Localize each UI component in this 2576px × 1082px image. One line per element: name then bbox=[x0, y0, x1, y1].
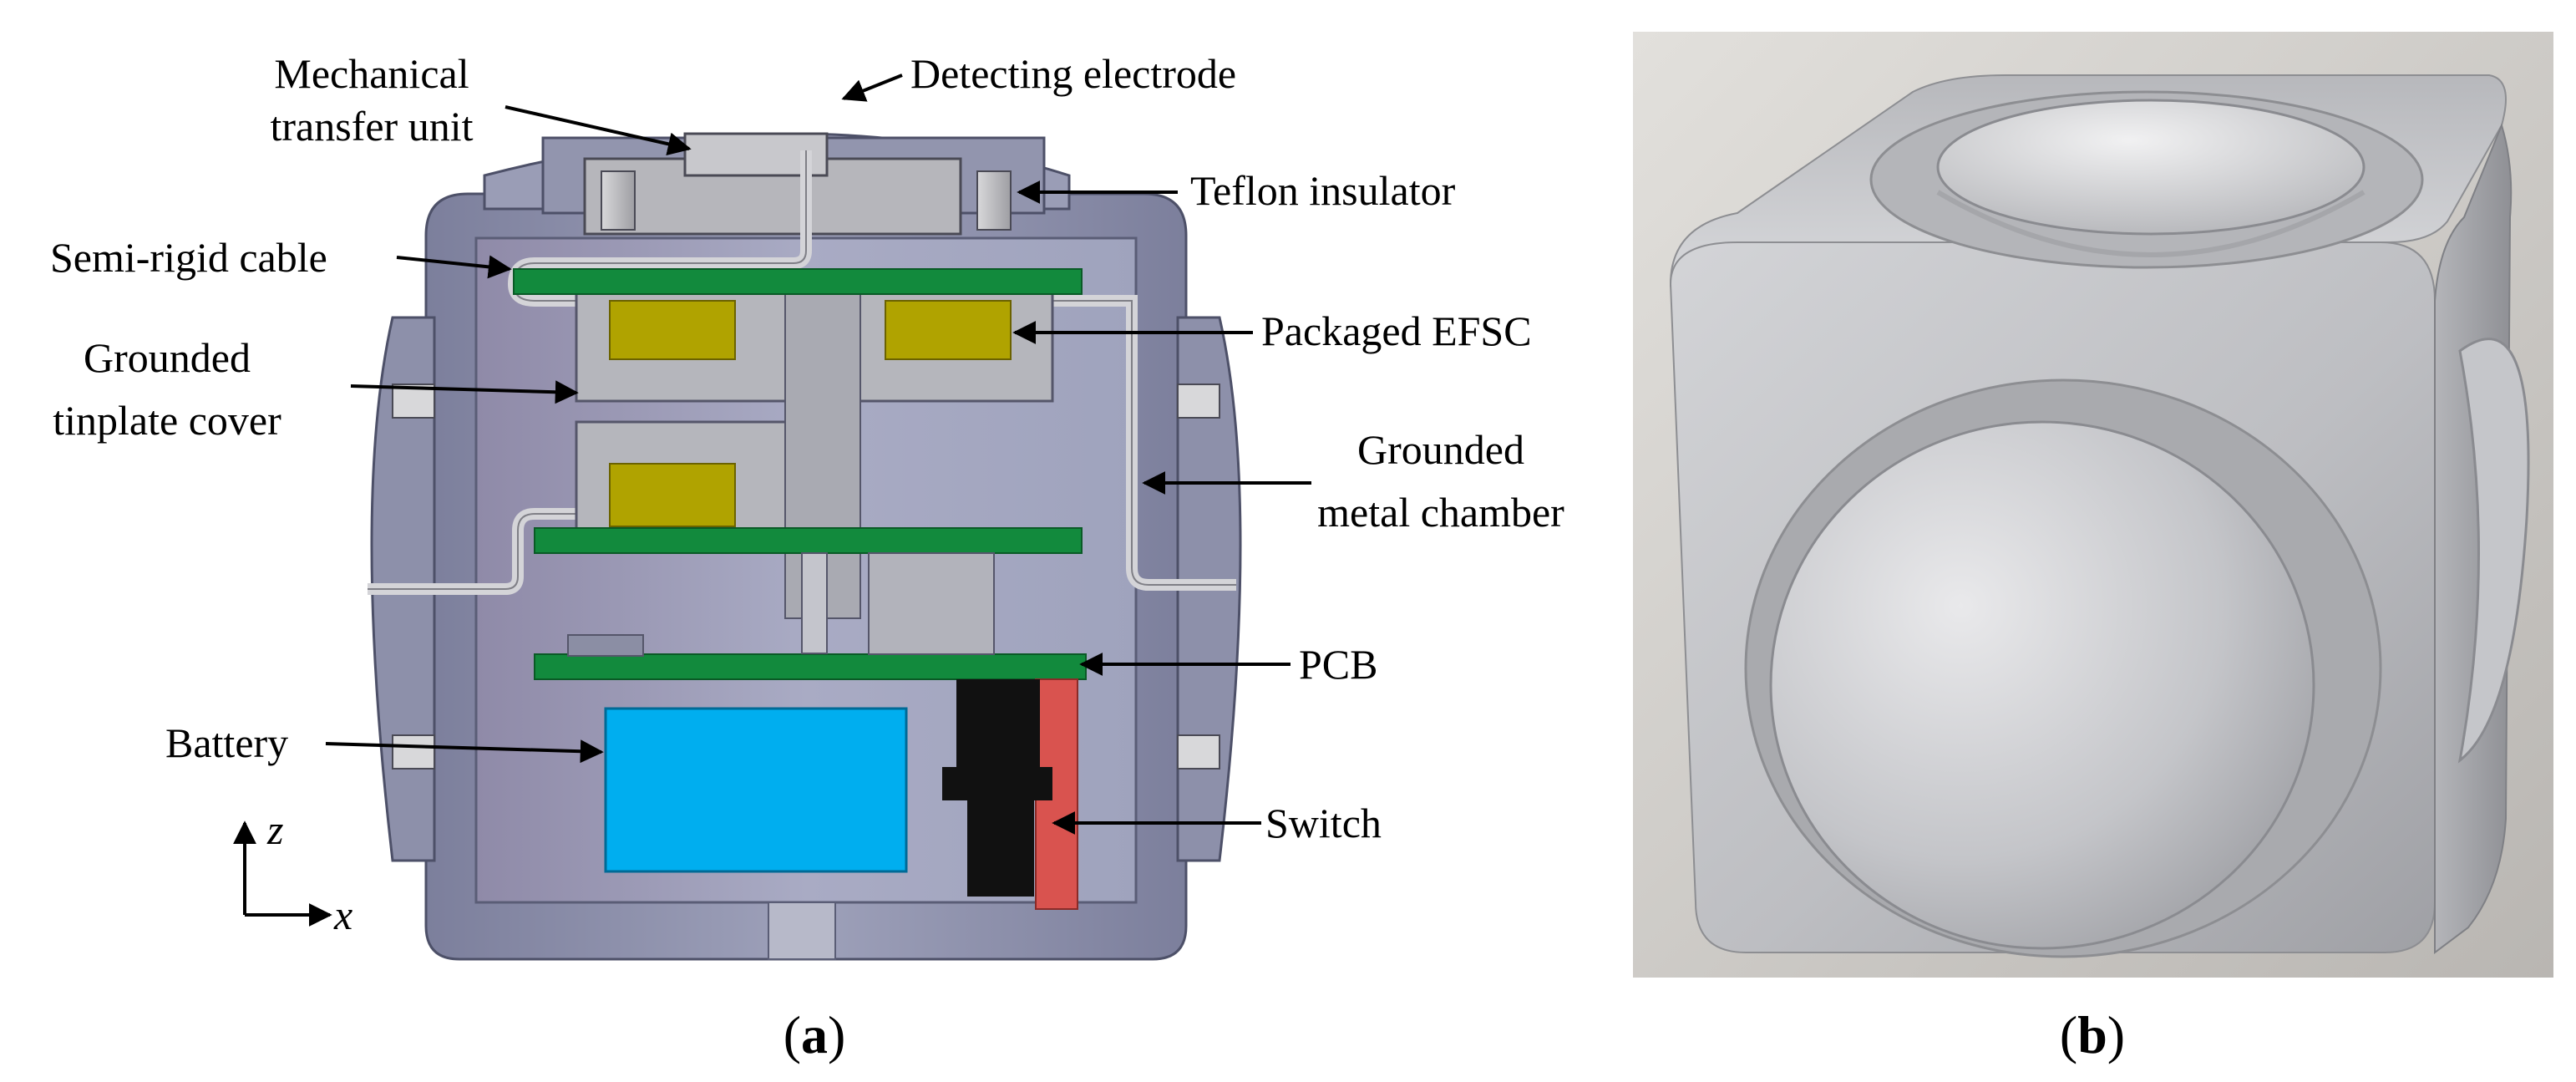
pcb-board-middle bbox=[534, 527, 1083, 554]
efsc-chip bbox=[885, 300, 1012, 360]
label-grounded-metal-chamber-line1: Grounded bbox=[1357, 426, 1524, 473]
front-disc bbox=[1769, 420, 2315, 950]
leader-lines bbox=[325, 74, 1311, 835]
leader-battery bbox=[325, 739, 604, 764]
side-disc bbox=[2457, 338, 2530, 764]
label-battery: Battery bbox=[165, 719, 288, 766]
battery bbox=[604, 707, 908, 873]
label-detecting-electrode: Detecting electrode bbox=[910, 50, 1236, 97]
axis-x-label: x bbox=[333, 892, 352, 938]
teflon-insulator-left bbox=[601, 170, 636, 231]
label-teflon-insulator: Teflon insulator bbox=[1190, 167, 1456, 214]
pcb-board-bottom bbox=[534, 653, 1087, 680]
efsc-chip bbox=[609, 463, 736, 527]
axis-z-label: z bbox=[266, 806, 283, 853]
caption-a: (a) bbox=[783, 1005, 846, 1064]
label-pcb: PCB bbox=[1299, 641, 1378, 688]
label-semi-rigid-cable: Semi-rigid cable bbox=[50, 234, 327, 281]
leader-semi-rigid-cable bbox=[396, 255, 512, 279]
label-grounded-metal-chamber-line2: metal chamber bbox=[1317, 489, 1564, 536]
efsc-assembly bbox=[575, 291, 1054, 619]
lower-components bbox=[567, 552, 995, 657]
switch bbox=[942, 678, 1078, 910]
side-connectors bbox=[392, 384, 1220, 770]
label-mechanical-transfer-unit-line1: Mechanical bbox=[274, 50, 469, 97]
labels: Mechanical transfer unit Detecting elect… bbox=[50, 50, 1564, 846]
cube-side-face bbox=[2434, 123, 2513, 954]
efsc-chip bbox=[609, 300, 736, 360]
caption-b: (b) bbox=[2060, 1005, 2125, 1064]
teflon-insulator-right bbox=[976, 170, 1012, 231]
panel-b-photo bbox=[1633, 32, 2553, 978]
leader-detecting-electrode bbox=[841, 74, 903, 102]
pcb-board-top bbox=[513, 268, 1083, 295]
top-disc bbox=[1936, 99, 2366, 236]
semi-rigid-cable bbox=[368, 150, 1236, 595]
panel-a-diagram: z x Mechanical transfer unit Detecting e… bbox=[50, 50, 1564, 1064]
leader-grounded-tinplate-cover bbox=[350, 380, 579, 404]
label-packaged-efsc: Packaged EFSC bbox=[1261, 307, 1532, 354]
leader-mechanical-transfer-unit bbox=[505, 105, 692, 156]
axis-indicator: z x bbox=[233, 806, 352, 938]
label-switch: Switch bbox=[1265, 800, 1382, 846]
label-grounded-tinplate-cover-line2: tinplate cover bbox=[53, 397, 281, 444]
label-mechanical-transfer-unit-line2: transfer unit bbox=[271, 103, 474, 150]
label-grounded-tinplate-cover-line1: Grounded bbox=[84, 334, 251, 381]
